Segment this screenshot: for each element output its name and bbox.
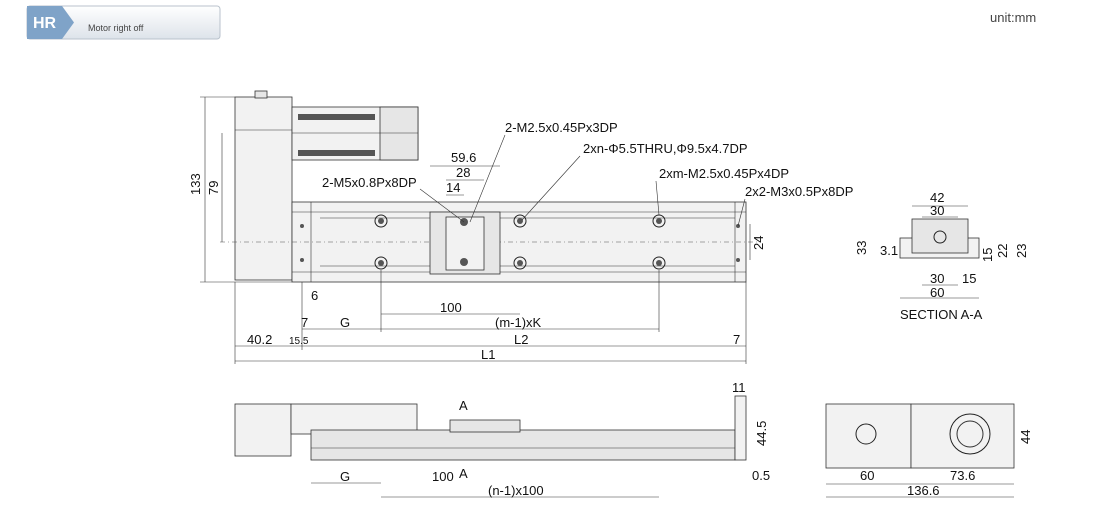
dim-7-right: 7 (733, 332, 740, 347)
side-dim-g: G (340, 469, 350, 484)
callout-m25-4dp: 2xm-M2.5x0.45Px4DP (659, 166, 789, 181)
motor-end (379, 106, 419, 161)
callout-m25-3dp: 2-M2.5x0.45Px3DP (505, 120, 618, 135)
end-dim-73-6: 73.6 (950, 468, 975, 483)
side-dim-11: 11 (732, 380, 746, 395)
end-view: 60 73.6 136.6 44 (825, 403, 1033, 498)
side-dim-100: 100 (432, 469, 454, 484)
model-code: HR (33, 15, 57, 32)
dim-m-1-k: (m-1)xK (495, 315, 542, 330)
dim-28: 28 (456, 165, 470, 180)
side-dim-44-5: 44.5 (754, 421, 769, 446)
side-dim-n-1-100: (n-1)x100 (488, 483, 544, 498)
dim-l1: L1 (481, 347, 495, 362)
end-dim-44: 44 (1018, 430, 1033, 444)
model-subtitle: Motor right off (88, 23, 144, 33)
dim-100: 100 (440, 300, 462, 315)
dim-14: 14 (446, 180, 460, 195)
end-dim-60: 60 (860, 468, 874, 483)
unit-label: unit:mm (990, 10, 1037, 25)
side-view: A A 11 44.5 0.5 G 100 (n-1)x100 (234, 380, 770, 498)
sec-dim-30-bottom: 30 (930, 271, 944, 286)
dim-59-6: 59.6 (451, 150, 476, 165)
dim-6: 6 (311, 288, 318, 303)
sec-dim-30-top: 30 (930, 203, 944, 218)
badge-arrow (27, 6, 74, 39)
end-dim-136-6: 136.6 (907, 483, 940, 498)
dim-24: 24 (751, 236, 766, 250)
side-dim-0-5: 0.5 (752, 468, 770, 483)
sec-dim-15-right: 15 (980, 248, 995, 262)
dim-133: 133 (188, 173, 203, 195)
top-view: 133 79 24 2-M2.5x0.45Px3DP 2xn-Φ5.5THRU,… (188, 90, 853, 364)
section-a-a: 42 30 33 3.1 15 22 23 30 15 60 SECTION A… (854, 190, 1029, 322)
dim-7-left: 7 (301, 315, 308, 330)
dim-15-5: 15.5 (289, 336, 309, 347)
mounting-holes (300, 214, 740, 270)
side-actuator (310, 429, 736, 461)
model-badge: HR Motor right off (26, 5, 221, 40)
callout-thru-holes: 2xn-Φ5.5THRU,Φ9.5x4.7DP (583, 141, 748, 156)
side-section-mark-bottom: A (459, 466, 468, 481)
callout-m5-8dp: 2-M5x0.8Px8DP (322, 175, 417, 190)
motor-cap (254, 90, 268, 99)
dim-l2: L2 (514, 332, 528, 347)
sec-dim-3-1: 3.1 (880, 243, 898, 258)
sec-dim-60: 60 (930, 285, 944, 300)
side-section-mark-top: A (459, 398, 468, 413)
dim-40-2: 40.2 (247, 332, 272, 347)
sec-dim-22: 22 (995, 244, 1010, 258)
section-slider (911, 218, 969, 254)
sec-dim-33: 33 (854, 241, 869, 255)
callout-m3-8dp: 2x2-M3x0.5Px8DP (745, 184, 853, 199)
sec-dim-15-bottom: 15 (962, 271, 976, 286)
sec-dim-42: 42 (930, 190, 944, 205)
dim-79: 79 (206, 181, 221, 195)
section-title: SECTION A-A (900, 307, 983, 322)
dim-g: G (340, 315, 350, 330)
motor-housing (234, 96, 293, 281)
sec-dim-23: 23 (1014, 244, 1029, 258)
